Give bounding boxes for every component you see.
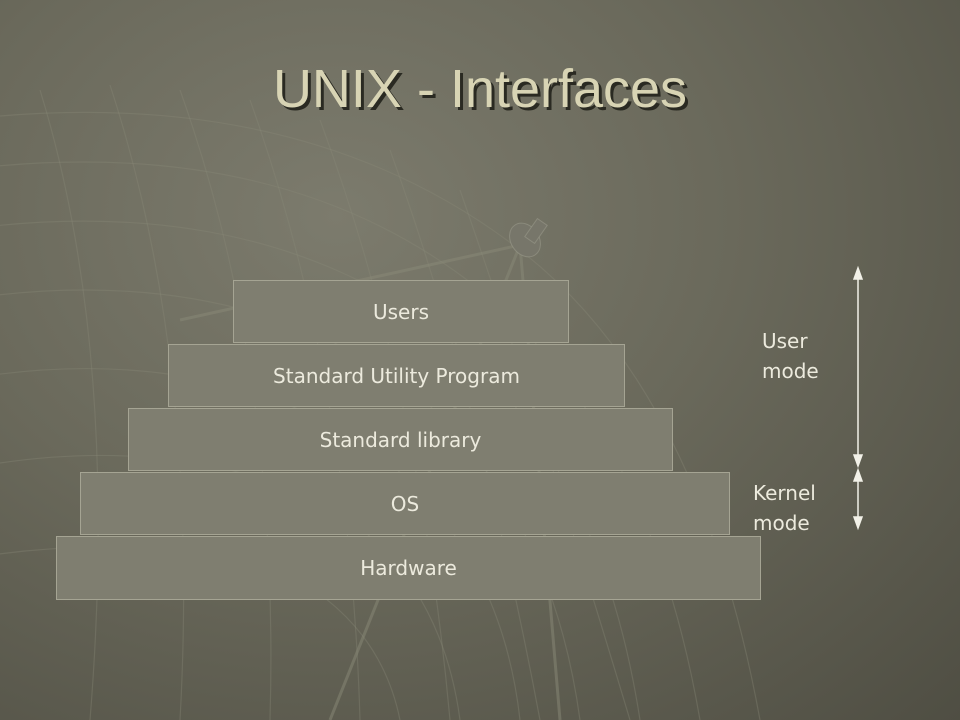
layer-label: Hardware	[360, 556, 457, 580]
kernel-mode-label: Kernel mode	[753, 478, 816, 538]
layer-standard-library: Standard library	[128, 408, 673, 471]
layer-label: Standard Utility Program	[273, 363, 520, 388]
layer-standard-utility-program: Standard Utility Program	[168, 344, 625, 407]
layer-label: Standard library	[319, 427, 482, 452]
page-title: UNIX - Interfaces	[272, 59, 688, 119]
user-mode-label: User mode	[762, 326, 819, 386]
kernel-mode-line1: Kernel	[753, 481, 816, 505]
layer-label: OS	[390, 491, 420, 516]
layer-label: Users	[372, 299, 429, 324]
kernel-mode-line2: mode	[753, 511, 810, 535]
layer-os: OS	[80, 472, 730, 535]
layer-hardware: Hardware	[56, 536, 761, 600]
layer-users: Users	[233, 280, 569, 343]
user-mode-line1: User	[762, 329, 808, 353]
user-mode-line2: mode	[762, 359, 819, 383]
